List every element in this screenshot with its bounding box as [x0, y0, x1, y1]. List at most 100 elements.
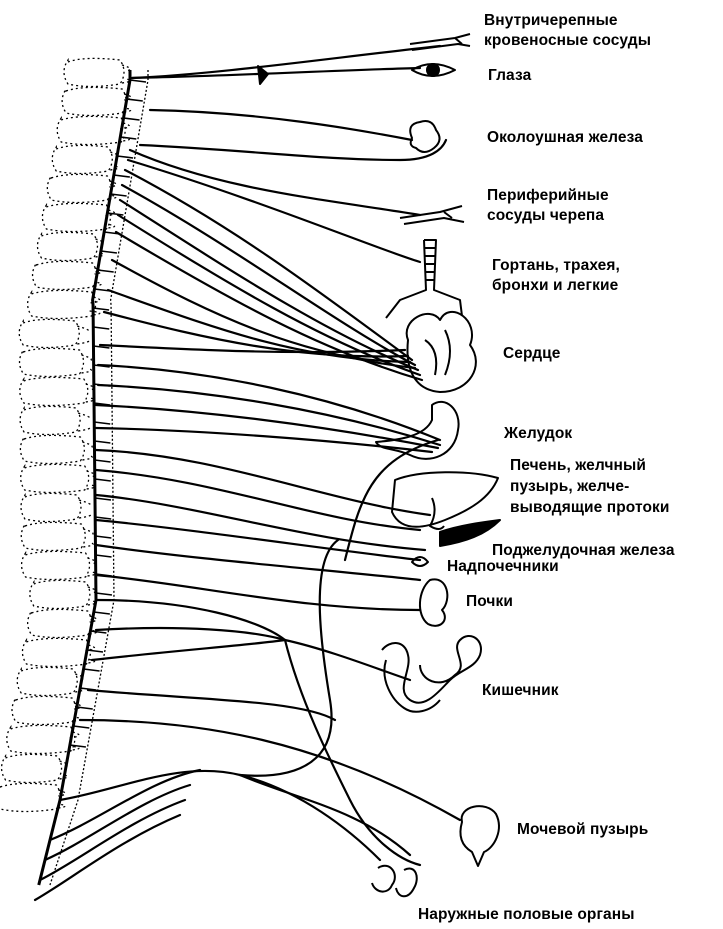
vertebra-body	[22, 638, 90, 666]
intestine-loops	[382, 636, 481, 703]
nerve-fiber	[122, 185, 415, 365]
vertebra-body	[7, 725, 75, 753]
vertebra-body	[64, 58, 124, 86]
vertebra-body	[30, 580, 90, 608]
nerve-fiber	[285, 640, 410, 680]
label-liver-line1: Печень, желчный	[510, 456, 646, 475]
label-genitals: Наружные половые органы	[418, 905, 635, 924]
vertebra-body	[28, 609, 92, 637]
vertebra-body	[17, 667, 77, 695]
nerve-fiber	[96, 450, 430, 515]
label-liver-line2: пузырь, желче-	[510, 477, 629, 496]
nerve-fiber	[96, 520, 420, 560]
vertebra-body	[12, 696, 76, 724]
vertebra-body	[62, 87, 126, 115]
nerve-fiber	[132, 68, 420, 78]
ganglion-tick	[93, 327, 109, 329]
ganglion-tick	[114, 175, 130, 177]
label-stomach: Желудок	[504, 424, 572, 443]
ganglion-tick	[124, 118, 140, 120]
label-intracranial-vessels-line1: Внутричерепные	[484, 11, 618, 30]
bladder-outline	[460, 806, 498, 866]
vertebra-process	[78, 427, 90, 431]
ganglion-tick	[96, 593, 112, 595]
vertebra-body	[37, 232, 97, 260]
peripheral-vessel	[400, 206, 464, 224]
label-intracranial-vessels-line2: кровеносные сосуды	[484, 31, 651, 50]
nerve-fiber	[96, 545, 420, 580]
vertebra-body	[22, 551, 90, 579]
ganglion-tick	[94, 422, 110, 424]
eye-pupil	[427, 64, 439, 76]
nerve-fiber	[150, 110, 412, 140]
vertebra-body	[20, 435, 84, 463]
vertebra-body	[21, 464, 89, 492]
ganglion-tick	[95, 517, 111, 519]
vertebra-body	[57, 116, 125, 144]
vertebra-process	[77, 340, 89, 344]
intestine-loops	[384, 660, 440, 712]
genitals-outline	[372, 866, 417, 897]
label-adrenals: Надпочечники	[447, 557, 559, 576]
label-intestine: Кишечник	[482, 681, 559, 700]
vertebra-body	[28, 290, 96, 318]
nerve-fiber	[96, 495, 425, 550]
ganglion-tick	[95, 536, 111, 538]
vertebra-body	[20, 348, 84, 376]
trachea-bronchi	[386, 240, 462, 318]
vertebra-process	[83, 543, 93, 547]
ganglion-tick	[90, 631, 106, 633]
vertebra-body	[33, 261, 97, 289]
label-eyes: Глаза	[488, 66, 531, 85]
nerve-fiber	[120, 200, 418, 370]
ganglion-tick	[101, 251, 117, 253]
vertebra-body	[0, 783, 60, 811]
vertebra-process	[79, 514, 91, 518]
nerve-fiber	[140, 140, 446, 160]
label-larynx-line1: Гортань, трахея,	[492, 256, 620, 275]
nerve-fiber	[96, 470, 420, 530]
vertebra-body	[19, 319, 79, 347]
nerve-fiber	[35, 815, 180, 900]
kidney	[420, 579, 447, 625]
ganglion-tick	[95, 498, 111, 500]
vertebra-process	[82, 456, 92, 460]
vertebra-body	[21, 522, 85, 550]
ganglion-tick	[94, 441, 110, 443]
nerve-fiber	[96, 575, 420, 610]
nerve-fiber	[96, 628, 285, 640]
parotid-gland-outline	[410, 121, 439, 152]
ganglion-tick	[70, 745, 86, 747]
vertebra-body	[52, 145, 112, 173]
trunk-inner-line	[39, 70, 130, 885]
heart-outline	[407, 312, 476, 392]
organs	[258, 34, 500, 896]
nerve-fiber	[60, 771, 380, 860]
label-bladder: Мочевой пузырь	[517, 820, 648, 839]
ganglion-tick	[77, 707, 93, 709]
nerve-fiber	[88, 690, 335, 720]
vertebra-body	[21, 493, 81, 521]
nerve-fiber	[96, 428, 432, 452]
label-peripheral-vessels-line1: Периферийные	[487, 186, 609, 205]
nerve-fibers	[35, 46, 460, 900]
ganglion-tick	[94, 612, 110, 614]
ganglion-tick	[127, 99, 143, 101]
vertebra-body	[2, 754, 62, 782]
ganglion-tick	[93, 308, 109, 310]
ganglion-tick	[130, 80, 146, 82]
adrenal-gland	[412, 557, 428, 566]
label-larynx-line2: бронхи и легкие	[492, 276, 618, 295]
nerve-fiber	[125, 170, 412, 360]
vertebra-body	[20, 406, 80, 434]
nerve-fiber	[40, 800, 185, 880]
sympathetic-trunk	[39, 70, 148, 885]
ganglion-tick	[96, 555, 112, 557]
ganglion-tick	[117, 156, 133, 158]
ganglion-tick	[120, 137, 136, 139]
vertebra-body	[20, 377, 88, 405]
ganglion-tick	[95, 479, 111, 481]
nerve-fiber	[128, 160, 420, 262]
ganglion-tick	[98, 270, 114, 272]
label-heart: Сердце	[503, 344, 560, 363]
